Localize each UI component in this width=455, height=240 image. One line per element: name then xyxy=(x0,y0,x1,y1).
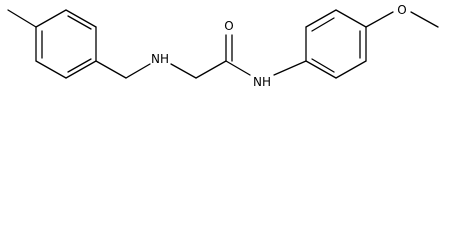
left-benzene-ring xyxy=(35,9,97,79)
amine-nh-label: NH xyxy=(151,52,169,66)
bond-carbonyl-nh xyxy=(225,60,251,76)
bond-ring1-double-3 xyxy=(67,15,92,30)
bond-o-methyl xyxy=(410,11,439,28)
bond-ch2-nh xyxy=(125,63,151,79)
bond-ring1-double-2 xyxy=(67,58,92,73)
bond-ring2-c xyxy=(335,9,367,28)
methoxy-oxygen-label: O xyxy=(397,3,406,17)
structure-canvas: NH O NH O xyxy=(0,0,455,107)
bond-ring1-e xyxy=(65,9,97,28)
bond-nh-ring2 xyxy=(273,60,307,76)
bond-ring2-b xyxy=(305,9,337,28)
carbonyl-oxygen-label: O xyxy=(224,19,233,33)
bond-ring1-c xyxy=(65,60,97,79)
bond-methyl xyxy=(7,9,37,28)
bond-ch2-carbonyl xyxy=(195,60,227,79)
bond-ring1-f xyxy=(35,9,67,28)
bond-nh-ch2 xyxy=(170,63,197,79)
bond-ring2-o xyxy=(365,11,394,28)
amide-nh-label: NH xyxy=(253,75,271,89)
right-benzene-ring xyxy=(305,9,367,79)
bond-ring2-double-3 xyxy=(311,58,335,73)
bond-ring2-e xyxy=(335,60,367,79)
chemical-structure-diagram: NH O NH O xyxy=(7,3,439,89)
bond-ring2-double-1 xyxy=(311,17,335,32)
bond-ring1-b xyxy=(35,60,67,79)
bond-ring1-ch2 xyxy=(95,60,127,79)
bond-ring2-f xyxy=(305,60,337,79)
